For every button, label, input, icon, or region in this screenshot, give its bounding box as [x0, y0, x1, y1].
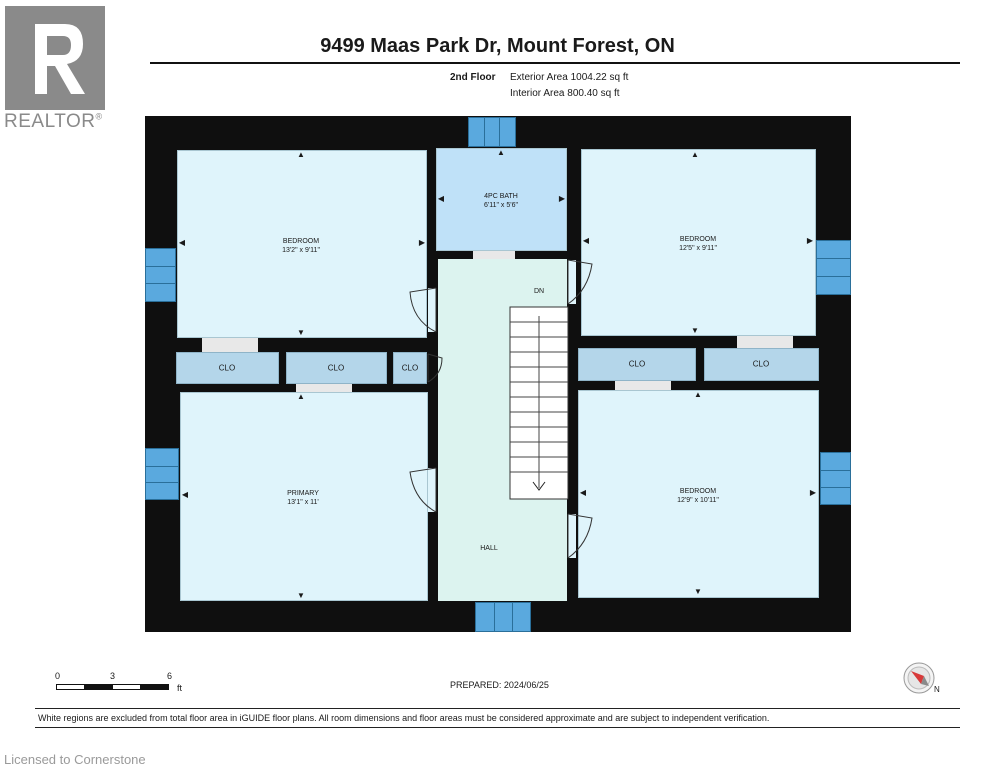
disclaimer: White regions are excluded from total fl… [38, 713, 770, 723]
dim-arrow-right-icon: ▶ [418, 238, 426, 247]
prepared-date: PREPARED: 2024/06/25 [450, 680, 549, 690]
window-left-lower [145, 448, 179, 500]
window-top [468, 117, 516, 147]
closet-4 [578, 348, 696, 381]
bathroom [436, 148, 567, 251]
window-bottom [475, 602, 531, 632]
bath-dims: 6'11" x 5'6" [484, 202, 518, 209]
dim-arrow-left-icon: ◀ [178, 238, 186, 247]
bedroom-se-label: BEDROOM 12'9" x 10'11" [677, 487, 719, 505]
primary-dims: 13'1" x 11' [287, 499, 319, 506]
bedroom-northwest [177, 150, 427, 338]
dim-arrow-up-icon: ▲ [297, 150, 305, 159]
bedroom-se-name: BEDROOM [679, 488, 717, 495]
exterior-area: Exterior Area 1004.22 sq ft [510, 72, 629, 83]
closet-4-label: CLO [628, 359, 646, 369]
interior-area: Interior Area 800.40 sq ft [510, 88, 620, 99]
bedroom-southeast [578, 390, 819, 598]
door-swing-bedroom-se [567, 513, 593, 559]
realtor-logo [5, 6, 105, 110]
registered-mark: ® [95, 111, 103, 122]
window-left-upper [145, 248, 176, 302]
window-right-upper [816, 240, 851, 295]
dim-arrow-right-icon: ▶ [809, 488, 817, 497]
realtor-r-icon [5, 6, 105, 110]
realtor-wordmark-text: REALTOR [4, 111, 96, 132]
scale-bar [56, 684, 169, 690]
scale-zero: 0 [55, 671, 61, 681]
bath-label: 4PC BATH 6'11" x 5'6" [484, 192, 518, 210]
bedroom-ne-label: BEDROOM 12'5" x 9'11" [679, 235, 717, 253]
hall-label: HALL [480, 545, 498, 552]
dim-arrow-down-icon: ▼ [297, 328, 305, 337]
scale-unit: ft [177, 683, 183, 693]
window-right-lower [820, 452, 851, 505]
bedroom-ne-name: BEDROOM [679, 236, 717, 243]
title-divider [150, 62, 960, 64]
bedroom-northeast [581, 149, 816, 336]
stairs-down-label: DN [533, 288, 545, 295]
bedroom-se-dims: 12'9" x 10'11" [677, 497, 719, 504]
closet-door-5 [737, 336, 793, 348]
staircase [509, 306, 569, 500]
door-swing-bedroom-ne [567, 259, 593, 305]
page-title: 9499 Maas Park Dr, Mount Forest, ON [320, 35, 675, 57]
primary-name: PRIMARY [287, 490, 319, 497]
dim-arrow-up-icon: ▲ [297, 392, 305, 401]
dim-arrow-left-icon: ◀ [181, 490, 189, 499]
closet-2-label: CLO [327, 363, 345, 373]
license-watermark: Licensed to Cornerstone [4, 752, 146, 767]
closet-3 [393, 352, 427, 384]
bedroom-nw-name: BEDROOM [282, 238, 320, 245]
closet-2 [286, 352, 387, 384]
door-swing-primary [409, 467, 437, 513]
dim-arrow-down-icon: ▼ [297, 591, 305, 600]
dim-arrow-left-icon: ◀ [582, 236, 590, 245]
dim-arrow-up-icon: ▲ [497, 148, 505, 157]
door-swing-bedroom-nw [409, 287, 437, 333]
dim-arrow-right-icon: ▶ [558, 194, 566, 203]
dim-arrow-down-icon: ▼ [691, 326, 699, 335]
compass-icon [903, 662, 935, 694]
footer-rule-top [35, 708, 960, 709]
dim-arrow-right-icon: ▶ [806, 236, 814, 245]
footer-rule-bottom [35, 727, 960, 728]
dim-arrow-left-icon: ◀ [579, 488, 587, 497]
dim-arrow-left-icon: ◀ [437, 194, 445, 203]
closet-door-4 [615, 381, 671, 390]
realtor-wordmark: REALTOR® [4, 111, 103, 133]
primary-label: PRIMARY 13'1" x 11' [287, 489, 319, 507]
bedroom-ne-dims: 12'5" x 9'11" [679, 245, 717, 252]
primary-bedroom [180, 392, 428, 601]
scale-six: 6 [167, 671, 173, 681]
closet-door-2 [296, 384, 352, 392]
closet-5 [704, 348, 819, 381]
scale-three: 3 [110, 671, 116, 681]
floor-label: 2nd Floor [450, 72, 496, 83]
dim-arrow-up-icon: ▲ [694, 390, 702, 399]
closet-1 [176, 352, 279, 384]
bedroom-nw-label: BEDROOM 13'2" x 9'11" [282, 237, 320, 255]
dim-arrow-up-icon: ▲ [691, 150, 699, 159]
dim-arrow-down-icon: ▼ [694, 587, 702, 596]
closet-3-label: CLO [401, 363, 419, 373]
bedroom-nw-dims: 13'2" x 9'11" [282, 247, 320, 254]
closet-door-1 [202, 338, 258, 352]
bath-name: 4PC BATH [484, 193, 518, 200]
compass-north-label: N [934, 685, 940, 694]
closet-5-label: CLO [752, 359, 770, 369]
door-swing-closet-3 [427, 353, 443, 383]
bath-door [473, 251, 515, 259]
closet-1-label: CLO [218, 363, 236, 373]
